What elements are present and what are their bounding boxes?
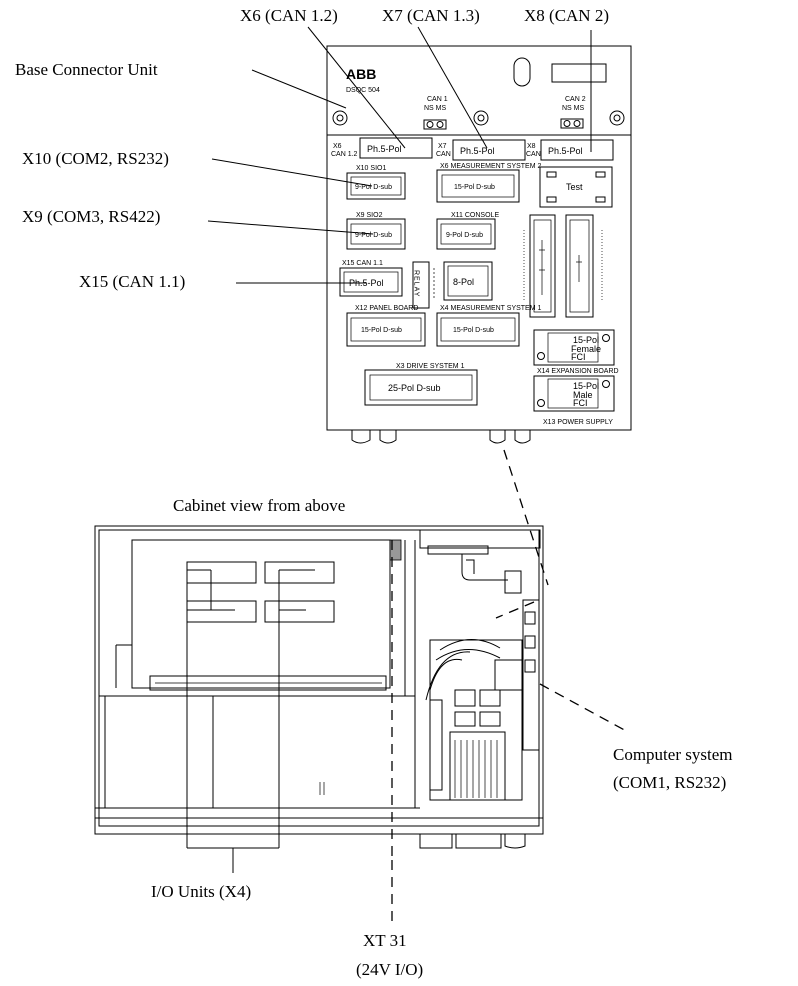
svg-text:Ph.5-Pol: Ph.5-Pol <box>367 144 402 154</box>
x15-title: X15 CAN 1.1 <box>342 260 383 267</box>
svg-text:Female: Female <box>571 344 601 354</box>
base-connector-leader <box>251 69 347 109</box>
svg-text:15-Pol D-sub: 15-Pol D-sub <box>361 327 402 334</box>
svg-text:15-Pol D-sub: 15-Pol D-sub <box>453 327 494 334</box>
svg-text:15-Pol: 15-Pol <box>573 335 599 345</box>
x6-meas-title: X6 MEASUREMENT SYSTEM 2 <box>440 163 542 170</box>
x8-tag-sub: CAN 2 <box>526 151 547 158</box>
svg-text:15-Pol: 15-Pol <box>573 381 599 391</box>
abb-logo: ABB <box>346 66 376 82</box>
computer-system-module <box>425 639 524 801</box>
x13-title: X13 POWER SUPPLY <box>543 419 613 426</box>
xt31-callout: XT 31 <box>363 931 407 950</box>
vertical-connector-right <box>565 214 594 318</box>
io-unit-2 <box>264 561 335 584</box>
io-units-bracket <box>186 569 315 873</box>
io-unit-4 <box>264 600 335 623</box>
x9-leader <box>207 220 374 235</box>
relay: RELAY <box>412 261 430 309</box>
x8pol-connector: 8-Pol <box>443 261 493 301</box>
x4-connector: 15-Pol D-sub <box>436 312 520 347</box>
screw-icon <box>332 110 348 126</box>
x10-connector: 9-Pol D-sub <box>346 172 406 200</box>
svg-text:15-Pol D-sub: 15-Pol D-sub <box>454 184 495 191</box>
vertical-connector-left <box>529 214 556 318</box>
can2-label: CAN 2 <box>565 96 586 103</box>
svg-text:FCI: FCI <box>573 398 588 408</box>
test-button: Test <box>539 166 613 208</box>
x6-callout: X6 (CAN 1.2) <box>240 6 338 25</box>
board-projection-line <box>503 449 549 586</box>
svg-text:8-Pol: 8-Pol <box>453 277 474 287</box>
x7-connector: Ph.5-Pol <box>452 139 526 161</box>
svg-text:Ph.5-Pol: Ph.5-Pol <box>349 278 384 288</box>
x6-tag: X6 <box>333 143 342 150</box>
x10-callout: X10 (COM2, RS232) <box>22 149 169 168</box>
can2-led-indicator <box>560 118 584 129</box>
x7-callout: X7 (CAN 1.3) <box>382 6 480 25</box>
x7-tag-sub: CAN 1.3 <box>436 151 463 158</box>
computer-system-callout: Computer system <box>613 745 732 764</box>
screw-icon <box>473 110 489 126</box>
x15-callout: X15 (CAN 1.1) <box>79 272 185 291</box>
xt31-terminal <box>389 539 402 561</box>
board-model: DSQC 504 <box>346 87 380 94</box>
svg-text:FCI: FCI <box>571 352 586 362</box>
x8-tag: X8 <box>527 143 536 150</box>
svg-text:Male: Male <box>573 390 593 400</box>
x7-leader <box>417 26 488 149</box>
can1-leds-label: NS MS <box>424 105 447 112</box>
computer-system-callout-sub: (COM1, RS232) <box>613 773 726 792</box>
x10-leader <box>211 158 373 187</box>
io-unit-1 <box>186 561 257 584</box>
x11-title: X11 CONSOLE <box>451 212 499 219</box>
svg-text:9-Pol D-sub: 9-Pol D-sub <box>446 232 483 239</box>
x14-title: X14 EXPANSION BOARD <box>537 368 619 375</box>
xt31-callout-sub: (24V I/O) <box>356 960 423 979</box>
x6-connector: Ph.5-Pol <box>359 137 433 159</box>
x10-title: X10 SIO1 <box>356 165 386 172</box>
x9-callout: X9 (COM3, RS422) <box>22 207 160 226</box>
svg-text:9-Pol D-sub: 9-Pol D-sub <box>355 232 392 239</box>
computer-system-leader <box>539 683 629 733</box>
x6-leader <box>307 26 406 149</box>
io-unit-3 <box>186 600 257 623</box>
svg-text:Ph.5-Pol: Ph.5-Pol <box>548 146 583 156</box>
x12-title: X12 PANEL BOARD <box>355 305 418 312</box>
svg-text:9-Pol D-sub: 9-Pol D-sub <box>355 184 392 191</box>
x12-connector: 15-Pol D-sub <box>346 312 426 347</box>
cabinet-top-view <box>94 525 544 849</box>
svg-text:25-Pol D-sub: 25-Pol D-sub <box>388 383 441 393</box>
x13-connector: 15-Pol Male FCI <box>533 375 615 412</box>
svg-text:RELAY: RELAY <box>413 270 420 297</box>
cabinet-view-caption: Cabinet view from above <box>173 496 345 515</box>
can2-leds-label: NS MS <box>562 105 585 112</box>
x7-tag: X7 <box>438 143 447 150</box>
mounting-slot <box>513 57 531 87</box>
x9-connector: 9-Pol D-sub <box>346 218 406 250</box>
svg-text:Test: Test <box>566 182 583 192</box>
x11-connector: 9-Pol D-sub <box>436 218 496 250</box>
x15-connector: Ph.5-Pol <box>339 267 403 297</box>
io-units-callout: I/O Units (X4) <box>151 882 251 901</box>
x6-tag-sub: CAN 1.2 <box>331 151 358 158</box>
x14-connector: 15-Pol Female FCI <box>533 329 615 366</box>
screw-icon <box>609 110 625 126</box>
base-connector-unit-callout: Base Connector Unit <box>15 60 158 79</box>
x6-measurement-connector: 15-Pol D-sub <box>436 169 520 203</box>
svg-text:Ph.5-Pol: Ph.5-Pol <box>460 146 495 156</box>
x4-title: X4 MEASUREMENT SYSTEM 1 <box>440 305 542 312</box>
x3-connector: 25-Pol D-sub <box>364 369 478 406</box>
computer-projection-line <box>495 601 535 619</box>
x8-callout: X8 (CAN 2) <box>524 6 609 25</box>
base-connector-unit-board: ABB DSQC 504 CAN 1 NS MS CAN 2 NS MS X6 … <box>326 45 632 444</box>
x9-title: X9 SIO2 <box>356 212 383 219</box>
x8-connector: Ph.5-Pol <box>540 139 614 161</box>
can1-label: CAN 1 <box>427 96 448 103</box>
can1-led-indicator <box>423 119 447 130</box>
x3-title: X3 DRIVE SYSTEM 1 <box>396 363 465 370</box>
